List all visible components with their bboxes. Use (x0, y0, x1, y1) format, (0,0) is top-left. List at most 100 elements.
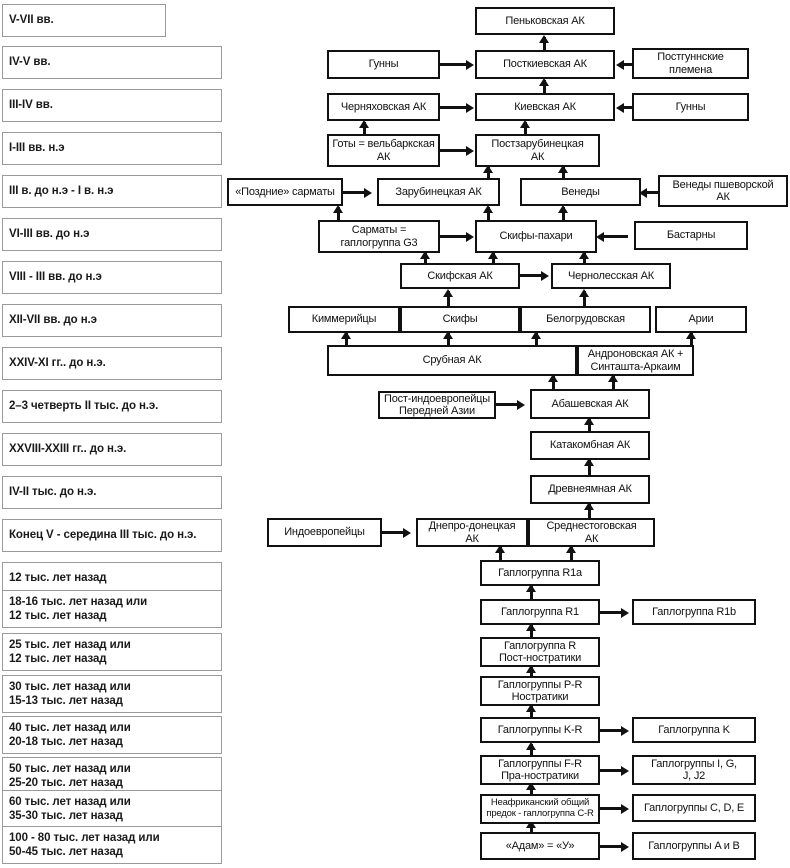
arrow-up-icon (579, 289, 589, 297)
node-label-line: Среднестоговская (546, 520, 637, 533)
node-label: Гаплогруппа K (658, 724, 730, 736)
arrow-up-icon (483, 205, 493, 213)
node-hg-ab[interactable]: Гаплогруппы A и B (632, 832, 756, 860)
arrow-up-icon (359, 120, 369, 128)
node-abashevskaya[interactable]: Абашевская АК (530, 389, 650, 419)
node-arii[interactable]: Арии (655, 306, 747, 333)
node-r1a[interactable]: Гаплогруппа R1a (480, 560, 600, 586)
node-pozdnie-sarm[interactable]: «Поздние» сарматы (227, 178, 343, 206)
arrow-up-icon (566, 545, 576, 553)
node-bastarny[interactable]: Бастарны (634, 221, 748, 250)
node-adam[interactable]: «Адам» = «У» (480, 832, 600, 860)
node-label-line: Неафриканский общий (490, 797, 590, 809)
arrow-right-icon (403, 528, 411, 538)
node-katakombnaya[interactable]: Катакомбная АК (530, 431, 650, 460)
node-andronovskaya[interactable]: Андроновская АК +Синташта-Аркаим (577, 345, 694, 376)
node-sarmaty-g3[interactable]: Сарматы =гаплогруппа G3 (318, 220, 440, 253)
timeline-period: XXIV-XI гг.. до н.э. (2, 347, 222, 380)
node-label-line: Гаплогруппы K-R (497, 723, 583, 736)
node-drevneyamnaya[interactable]: Древнеямная АК (530, 475, 650, 504)
node-label-line: племена (669, 63, 712, 76)
node-hg-k[interactable]: Гаплогруппа K (632, 717, 756, 743)
node-chernolesskaya[interactable]: Чернолесская АК (551, 263, 671, 289)
node-label-line: Пост-индоевропейцы (383, 392, 490, 405)
node-label-line: Белогрудовская (546, 313, 625, 326)
node-label: Пеньковская АК (505, 15, 584, 27)
node-skify-pahari[interactable]: Скифы-пахари (475, 220, 597, 253)
node-dnepro-donets[interactable]: Днепро-донецкая АК (416, 518, 528, 547)
node-gunny-2[interactable]: Гунны (632, 93, 749, 121)
node-kimmeriitsy[interactable]: Киммерийцы (288, 306, 400, 333)
node-label: Киевская АК (514, 101, 576, 113)
node-r1[interactable]: Гаплогруппа R1 (480, 599, 600, 625)
connector-line (345, 333, 348, 347)
timeline-period-line: 12 тыс. лет назад (9, 610, 107, 622)
connector-line (600, 807, 622, 810)
node-chernyahovskaya[interactable]: Черняховская АК (327, 93, 440, 121)
node-label-line: Арии (688, 313, 714, 326)
node-penkovskaya[interactable]: Пеньковская АК (475, 7, 615, 35)
timeline-period-line: I-III вв. н.э (9, 142, 65, 155)
arrow-up-icon (539, 35, 549, 43)
node-label: Гунны (676, 101, 706, 113)
timeline-period: VIII - III вв. до н.э (2, 261, 222, 294)
node-label-line: Постгуннские (657, 51, 724, 64)
connector-line (543, 37, 546, 52)
connector-line (562, 167, 565, 179)
node-hg-kr[interactable]: Гаплогруппы K-R (480, 717, 600, 743)
node-zarubinetskaya[interactable]: Зарубинецкая АК (377, 178, 500, 206)
arrow-up-icon (520, 120, 530, 128)
arrow-left-icon (596, 232, 604, 242)
arrow-up-icon (443, 289, 453, 297)
node-skifskaya[interactable]: Скифская АК (400, 263, 520, 289)
arrow-right-icon (517, 400, 525, 410)
connector-line (600, 611, 622, 614)
node-skify[interactable]: Скифы (400, 306, 520, 333)
node-postkievskaya[interactable]: Посткиевская АК (475, 50, 615, 79)
node-label-line: Бастарны (666, 229, 716, 242)
node-label-line: Готы = вельбаркская (332, 138, 435, 151)
node-r1b[interactable]: Гаплогруппа R1b (632, 599, 756, 625)
node-label-line: Передней Азии (399, 405, 475, 417)
node-belogrudovska[interactable]: Белогрудовская (520, 306, 651, 333)
connector-line (602, 235, 628, 238)
node-hg-cde[interactable]: Гаплогруппы C, D, E (632, 794, 756, 822)
connector-line (440, 63, 468, 66)
connector-line (440, 106, 468, 109)
node-venedy[interactable]: Венеды (520, 178, 641, 206)
node-srubnaya[interactable]: Срубная АК (327, 345, 577, 376)
arrow-right-icon (621, 726, 629, 736)
arrow-right-icon (621, 608, 629, 618)
timeline-period: IV-II тыс. до н.э. (2, 476, 222, 509)
node-label-line: Андроновская АК + (587, 348, 684, 361)
timeline-period-line: 25 тыс. лет назад или (9, 638, 131, 651)
connector-line (543, 80, 546, 94)
connector-line (343, 191, 365, 194)
arrow-up-icon (341, 331, 351, 339)
timeline-period: IV-V вв. (2, 46, 222, 79)
arrow-left-icon (616, 60, 624, 70)
connector-line (520, 274, 542, 277)
timeline-period-line: XXVIII-XXIII гг.. до н.э. (9, 443, 127, 456)
node-indoevropeytsy[interactable]: Индоевропейцы (267, 518, 382, 547)
arrow-up-icon (584, 502, 594, 510)
connector-line (492, 253, 495, 265)
node-label: Сарматы =гаплогруппа G3 (341, 224, 418, 249)
node-gunny-top[interactable]: Гунны (327, 50, 440, 79)
node-kievskaya[interactable]: Киевская АК (475, 93, 615, 121)
node-hg-igjj2[interactable]: Гаплогруппы I, G,J, J2 (632, 755, 756, 785)
connector-line (570, 547, 573, 562)
